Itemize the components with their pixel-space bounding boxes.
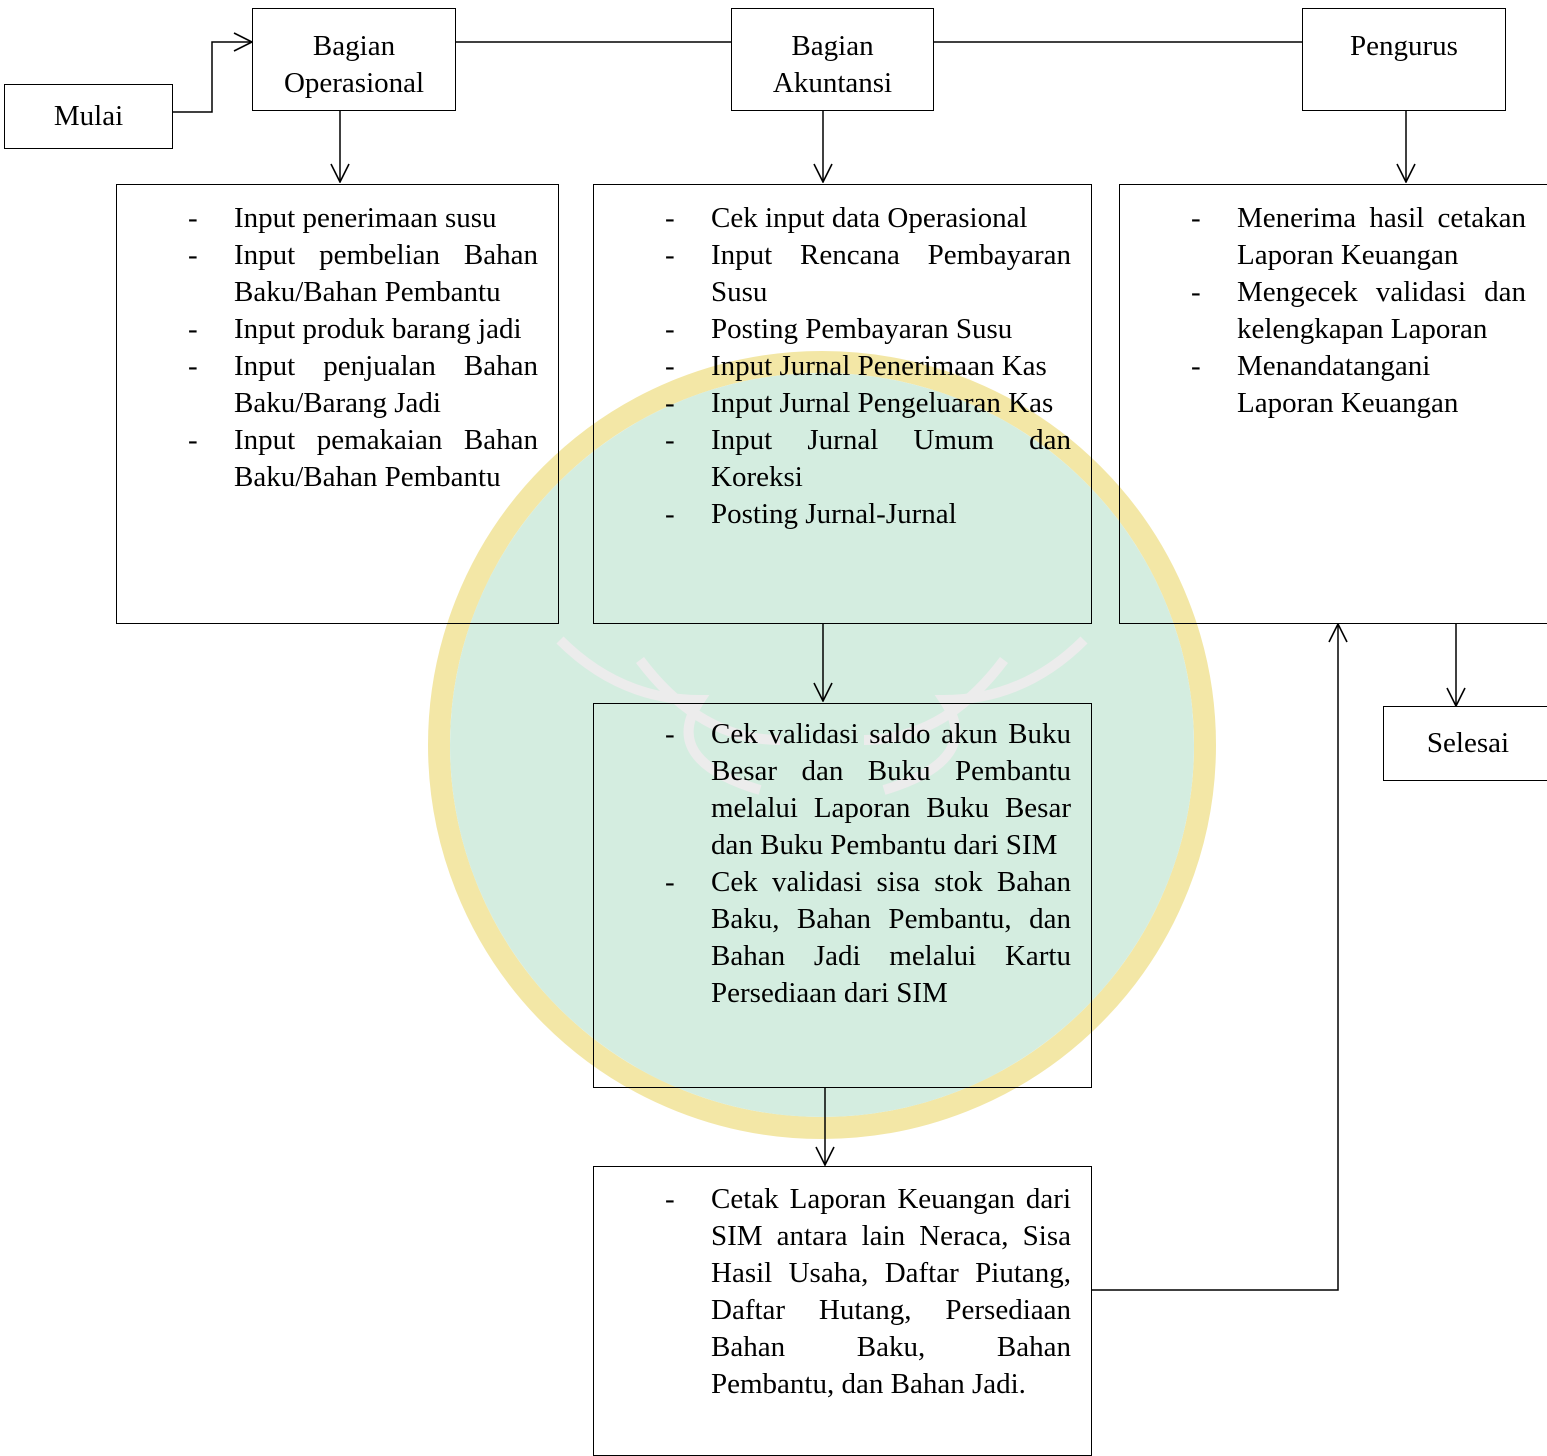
akuntansi-header: Bagian Akuntansi <box>731 8 934 111</box>
operasional-tasks-box: Input penerimaan susu Input pembelian Ba… <box>116 184 559 624</box>
list-item: Posting Pembayaran Susu <box>665 311 1071 348</box>
end-label: Selesai <box>1426 727 1510 759</box>
list-item: Mengecek validasi dan kelengkapan Lapora… <box>1191 274 1526 348</box>
list-item: Input penerimaan susu <box>188 200 538 237</box>
list-item: Posting Jurnal-Jurnal <box>665 496 1071 533</box>
list-item: Input pembelian Bahan Baku/Bahan Pembant… <box>188 237 538 311</box>
list-item: Cek input data Operasional <box>665 200 1071 237</box>
start-node: Mulai <box>4 84 173 149</box>
start-label: Mulai <box>53 100 124 132</box>
list-item: Input Rencana Pembayaran Susu <box>665 237 1071 311</box>
list-item: Cek validasi saldo akun Buku Besar dan B… <box>665 716 1071 864</box>
list-item: Cek validasi sisa stok Bahan Baku, Bahan… <box>665 864 1071 1012</box>
validasi-tasks-box: Cek validasi saldo akun Buku Besar dan B… <box>593 703 1092 1088</box>
list-item: Input Jurnal Pengeluaran Kas <box>665 385 1071 422</box>
list-item: Menandatangani Laporan Keuangan <box>1191 348 1526 422</box>
pengurus-tasks-box: Menerima hasil cetakan Laporan Keuangan … <box>1119 184 1547 624</box>
pengurus-label: Pengurus <box>1350 30 1458 62</box>
list-item: Input produk barang jadi <box>188 311 538 348</box>
arrow-mulai-to-operasional <box>172 42 252 113</box>
list-item: Input pemakaian Bahan Baku/Bahan Pembant… <box>188 422 538 496</box>
operasional-header: Bagian Operasional <box>252 8 456 111</box>
list-item: Cetak Laporan Keuangan dari SIM antara l… <box>665 1181 1071 1403</box>
arrow-cetak-to-pengurus <box>1092 624 1338 1291</box>
operasional-label: Bagian Operasional <box>283 30 425 99</box>
list-item: Input penjualan Bahan Baku/Barang Jadi <box>188 348 538 422</box>
list-item: Menerima hasil cetakan Laporan Keuangan <box>1191 200 1526 274</box>
akuntansi-label: Bagian Akuntansi <box>772 30 893 99</box>
pengurus-header: Pengurus <box>1302 8 1506 111</box>
end-node: Selesai <box>1383 706 1547 781</box>
akuntansi-tasks-box: Cek input data Operasional Input Rencana… <box>593 184 1092 624</box>
list-item: Input Jurnal Penerimaan Kas <box>665 348 1071 385</box>
cetak-tasks-box: Cetak Laporan Keuangan dari SIM antara l… <box>593 1166 1092 1456</box>
list-item: Input Jurnal Umum dan Koreksi <box>665 422 1071 496</box>
